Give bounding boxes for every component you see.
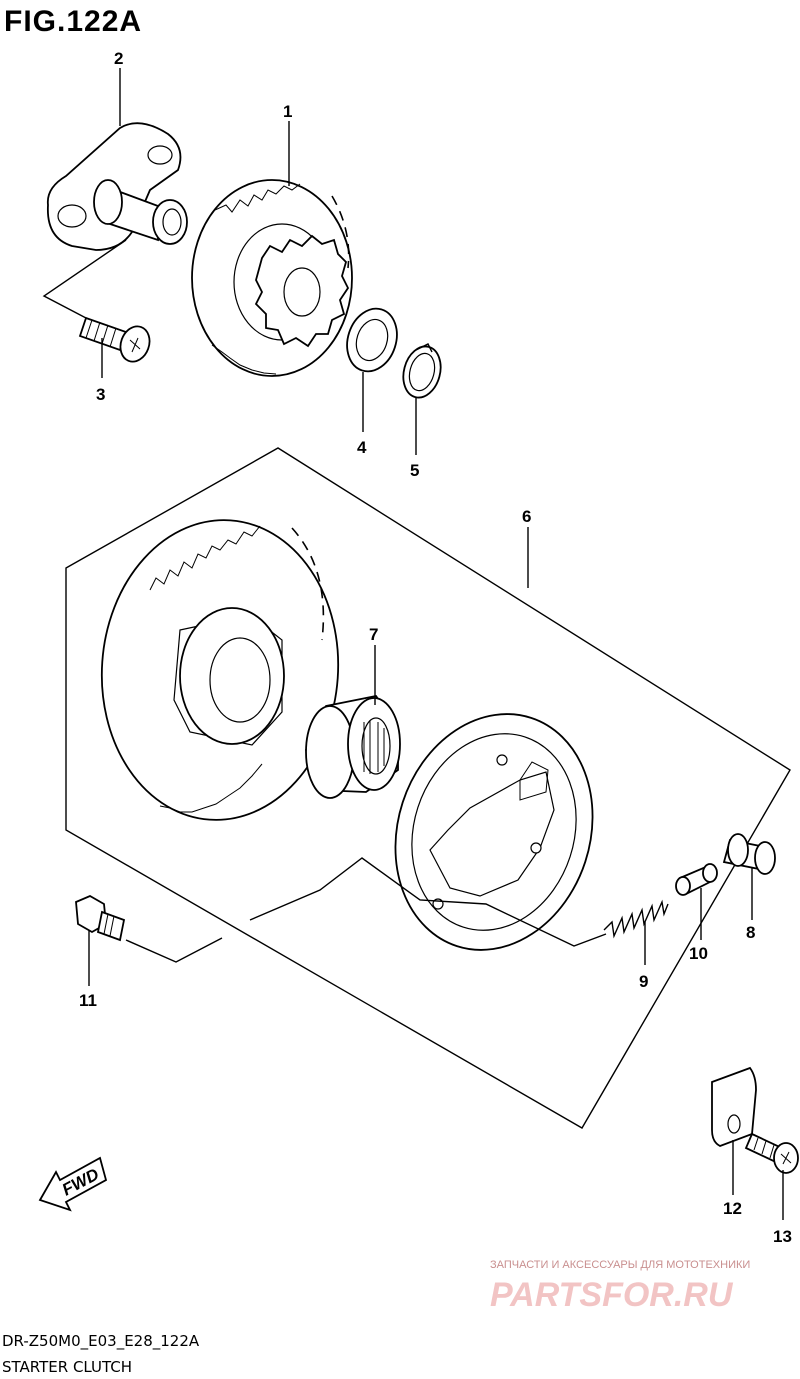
- callout-9: 9: [639, 972, 648, 991]
- part-4-washer: [346, 307, 398, 373]
- part-11-bolt: [75, 894, 126, 942]
- callout-2: 2: [114, 49, 123, 68]
- callout-1: 1: [283, 102, 292, 121]
- callout-11: 11: [79, 991, 97, 1010]
- callout-10: 10: [689, 944, 708, 963]
- part-9-spring: [603, 899, 669, 939]
- part-2-shaft-bracket: [46, 122, 188, 251]
- part-13-screw: [744, 1132, 799, 1174]
- starter-clutch-gear: [100, 519, 340, 821]
- diagram-caption: STARTER CLUTCH: [2, 1358, 132, 1376]
- watermark-brand: PARTSFOR.RU: [490, 1276, 734, 1314]
- callout-12: 12: [723, 1199, 742, 1218]
- part-12-lock-plate: [711, 1066, 757, 1147]
- connection-lines: [42, 239, 607, 963]
- callout-13: 13: [773, 1227, 792, 1246]
- part-1-starter-idle-gear: [191, 179, 353, 377]
- callout-3: 3: [96, 385, 105, 404]
- part-7-needle-bearing: [305, 695, 401, 799]
- callout-leaders: [88, 68, 784, 1220]
- callout-labels: 2 1 3 4 5 6 7 8 9 10 11 12 13: [79, 49, 792, 1246]
- watermark-subtitle: ЗАПЧАСТИ И АКСЕССУАРЫ ДЛЯ МОТОТЕХНИКИ: [490, 1259, 750, 1271]
- part-10-plunger: [675, 863, 718, 896]
- watermark-logo: ЗАПЧАСТИ И АКСЕССУАРЫ ДЛЯ МОТОТЕХНИКИ PA…: [490, 1259, 750, 1314]
- callout-6: 6: [522, 507, 531, 526]
- forward-direction-arrow: FWD: [38, 1156, 108, 1212]
- part-5-circlip: [402, 343, 442, 399]
- callout-8: 8: [746, 923, 755, 942]
- figure-title: FIG.122A: [4, 5, 142, 38]
- model-code: DR-Z50M0_E03_E28_122A: [2, 1332, 200, 1351]
- callout-7: 7: [369, 625, 378, 644]
- callout-4: 4: [357, 438, 367, 457]
- part-8-roller: [722, 833, 776, 875]
- callout-5: 5: [410, 461, 419, 480]
- part-3-screw: [78, 316, 151, 363]
- one-way-clutch-housing: [394, 713, 594, 951]
- part-6-assembly-outline: [65, 447, 791, 1129]
